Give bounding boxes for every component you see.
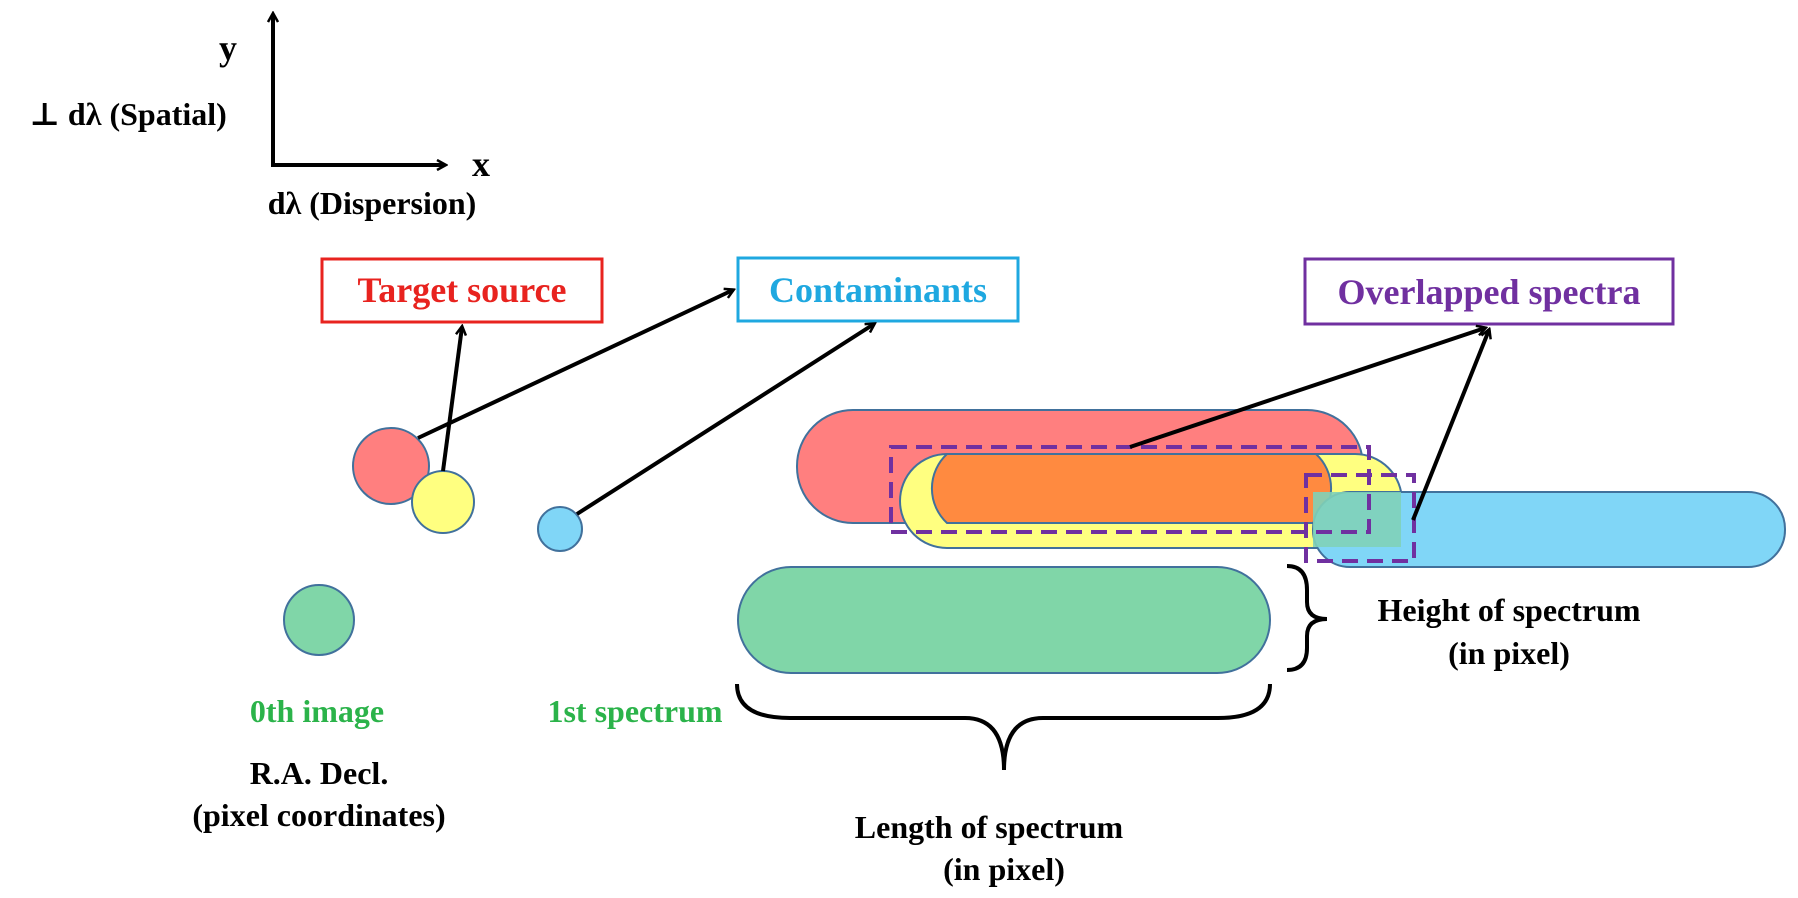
orange-overlap-region (930, 453, 1333, 524)
zeroth-images (283, 427, 583, 656)
arrow-overlap-to-box (1129, 328, 1485, 449)
length-brace (735, 683, 1272, 771)
yellow-source-circle (411, 470, 475, 534)
green-overlap-region (1313, 492, 1401, 547)
first-spectrum-label: 1st spectrum (547, 693, 722, 729)
red-source-circle (352, 427, 430, 505)
length-label-line1: Length of spectrum (855, 809, 1124, 845)
x-axis-label: x (472, 144, 490, 184)
radec-label-line1: R.A. Decl. (250, 755, 389, 791)
blue-source-circle (537, 506, 583, 552)
overlapped-spectra-box: Overlapped spectra (1303, 257, 1675, 326)
coordinate-axes: y x ⊥ dλ (Spatial) dλ (Dispersion) (29, 14, 490, 221)
contaminants-label: Contaminants (769, 270, 987, 310)
height-label-line2: (in pixel) (1448, 635, 1570, 671)
height-label-line1: Height of spectrum (1377, 592, 1640, 628)
target-source-box: Target source (320, 257, 604, 324)
contaminants-box: Contaminants (736, 256, 1020, 323)
target-source-label: Target source (358, 270, 567, 310)
green-spectrum (737, 566, 1271, 674)
spectra (737, 409, 1786, 674)
radec-label-line2: (pixel coordinates) (192, 797, 445, 833)
y-axis-description: ⊥ dλ (Spatial) (29, 96, 227, 132)
height-brace (1286, 564, 1328, 672)
arrow-overlap-right-to-box (1411, 330, 1489, 521)
arrow-red-to-contaminants (417, 290, 733, 440)
pointer-arrows (417, 290, 1489, 521)
zeroth-image-label: 0th image (250, 693, 384, 729)
dimension-braces (735, 564, 1328, 771)
x-axis-description: dλ (Dispersion) (268, 185, 477, 221)
annotation-labels: 0th image 1st spectrum R.A. Decl. (pixel… (192, 592, 1641, 887)
green-source-circle (283, 584, 355, 656)
y-axis-label: y (219, 28, 237, 68)
arrow-yellow-to-target (441, 327, 462, 472)
arrow-blue-to-contaminants (575, 324, 874, 516)
overlapped-spectra-label: Overlapped spectra (1338, 272, 1641, 312)
length-label-line2: (in pixel) (943, 851, 1065, 887)
